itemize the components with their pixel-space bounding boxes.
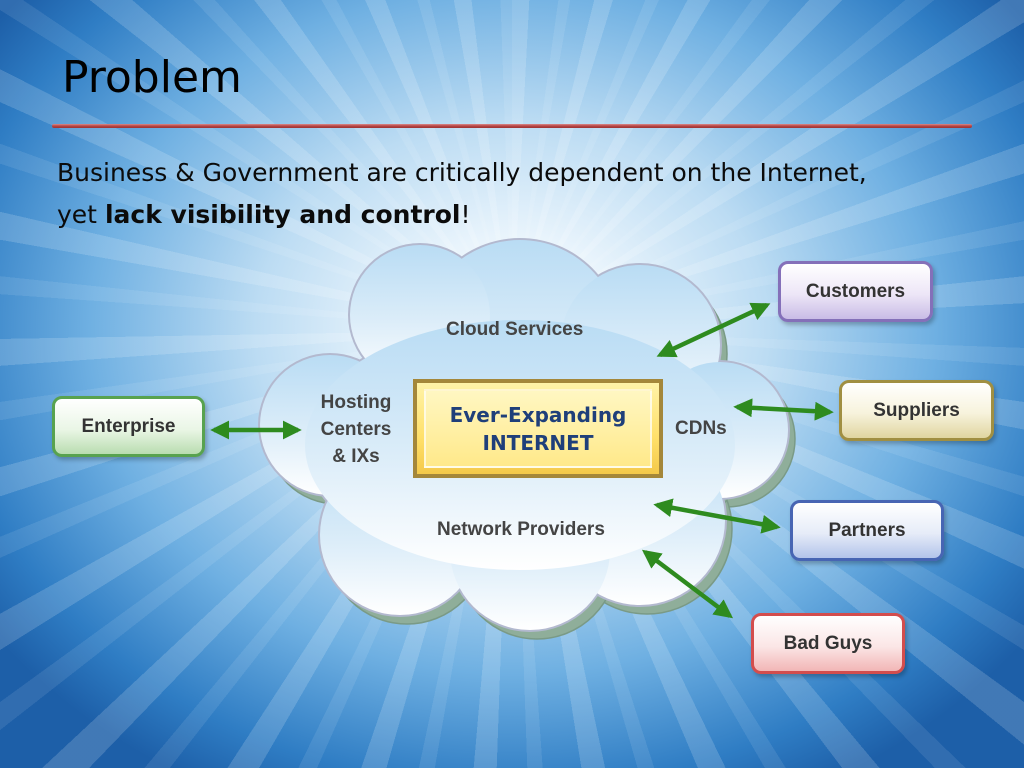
customers-node: Customers	[778, 261, 933, 322]
bad-guys-node: Bad Guys	[751, 613, 905, 674]
suppliers-node: Suppliers	[839, 380, 994, 441]
hosting-centers-label: Hosting Centers & IXs	[306, 389, 406, 470]
enterprise-node: Enterprise	[52, 396, 205, 457]
subtitle-exclamation: !	[460, 200, 471, 229]
arrow-cloud-customers	[656, 302, 771, 358]
arrow-network-badguys	[641, 549, 734, 619]
slide-title: Problem	[62, 52, 242, 103]
arrow-cdns-suppliers	[733, 398, 834, 421]
internet-line-2: INTERNET	[482, 430, 594, 455]
internet-box-inner: Ever-Expanding INTERNET	[424, 389, 652, 468]
internet-line-1: Ever-Expanding	[449, 402, 627, 427]
hosting-line-2: Centers	[320, 419, 392, 440]
title-divider	[52, 124, 972, 128]
subtitle-line1: Business & Government are critically dep…	[57, 158, 867, 187]
arrow-network-partners	[653, 498, 781, 534]
slide-subtitle: Business & Government are critically dep…	[57, 152, 997, 236]
network-providers-label: Network Providers	[437, 519, 605, 540]
subtitle-emphasis: lack visibility and control	[104, 200, 461, 229]
hosting-line-3: & IXs	[332, 446, 380, 467]
cdns-label: CDNs	[675, 418, 727, 439]
partners-node: Partners	[790, 500, 944, 561]
cloud-services-label: Cloud Services	[446, 319, 584, 340]
hosting-line-1: Hosting	[320, 392, 392, 413]
internet-box: Ever-Expanding INTERNET	[413, 379, 663, 478]
subtitle-line2-start: yet	[57, 200, 105, 229]
